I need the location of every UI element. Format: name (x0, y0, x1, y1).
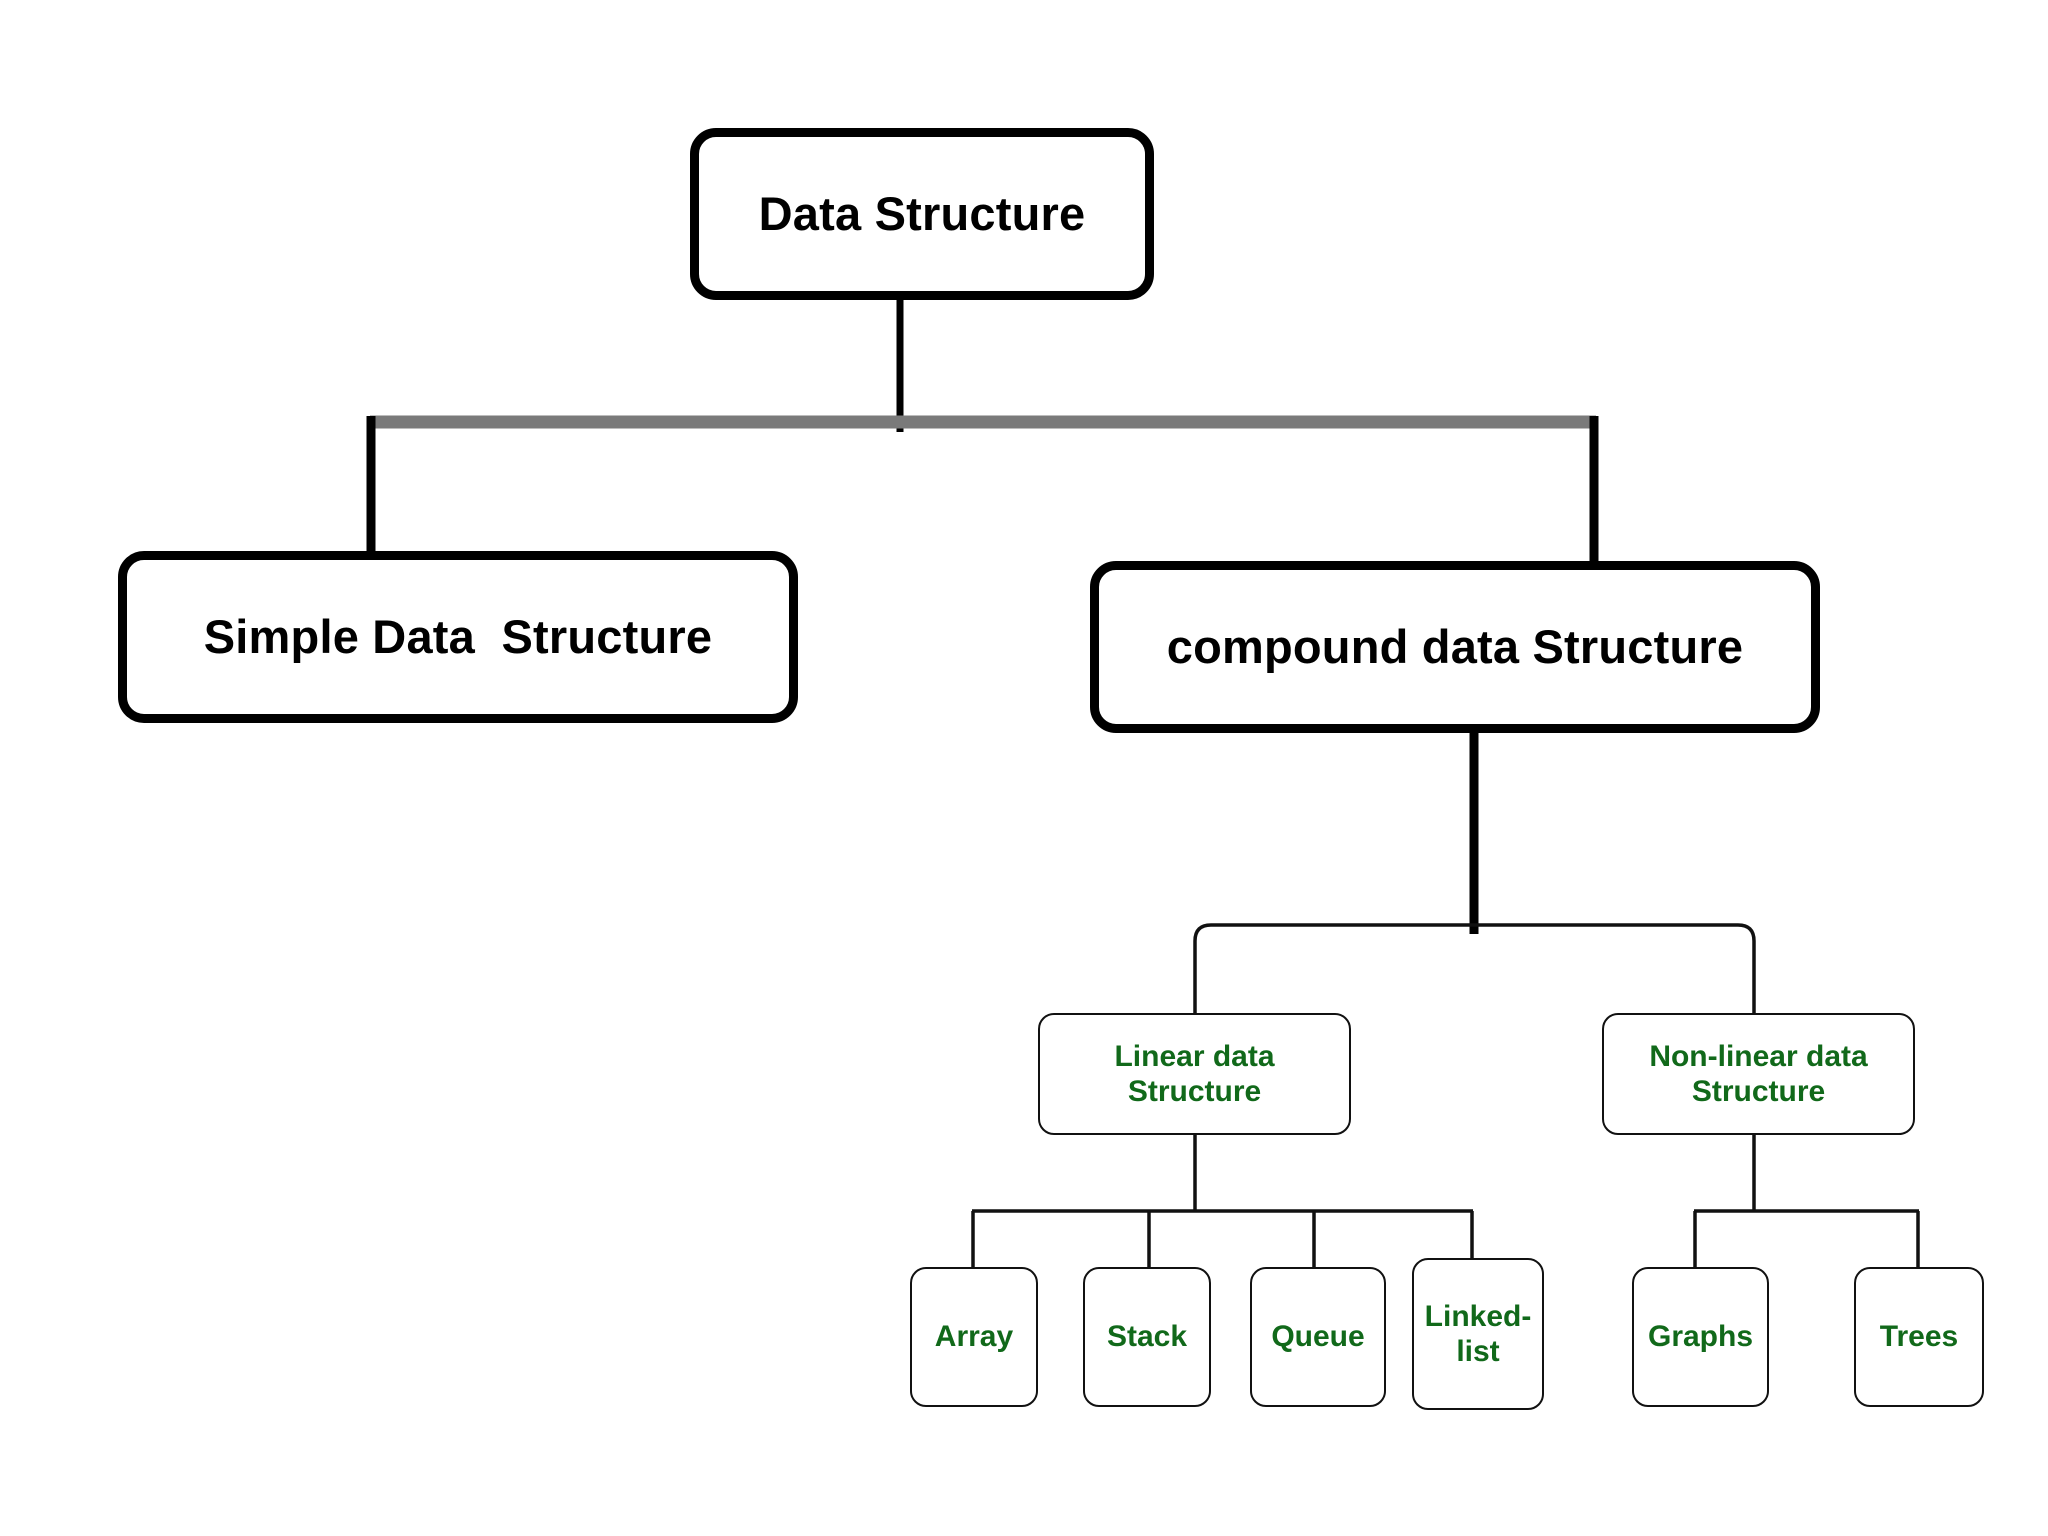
node-trees-label: Trees (1879, 1320, 1959, 1354)
edge-compound-bus (1193, 923, 1756, 1013)
node-linked-list-label: Linked-list (1424, 1299, 1532, 1368)
node-simple-data-structure-label: Simple Data Structure (203, 610, 713, 664)
node-compound-data-structure-label: compound data Structure (1166, 620, 1744, 674)
node-linear-data-structure-label: Linear data Structure (1114, 1039, 1275, 1108)
node-array-label: Array (934, 1320, 1014, 1354)
node-graphs-label: Graphs (1647, 1320, 1754, 1354)
node-trees[interactable]: Trees (1854, 1267, 1984, 1407)
node-queue-label: Queue (1271, 1320, 1365, 1354)
node-graphs[interactable]: Graphs (1632, 1267, 1769, 1407)
node-simple-data-structure[interactable]: Simple Data Structure (118, 551, 798, 723)
node-stack-label: Stack (1106, 1320, 1188, 1354)
node-array[interactable]: Array (910, 1267, 1038, 1407)
node-queue[interactable]: Queue (1250, 1267, 1386, 1407)
node-linear-data-structure[interactable]: Linear data Structure (1038, 1013, 1351, 1135)
node-non-linear-data-structure[interactable]: Non-linear data Structure (1602, 1013, 1915, 1135)
node-compound-data-structure[interactable]: compound data Structure (1090, 561, 1820, 733)
node-data-structure-label: Data Structure (758, 187, 1086, 241)
node-non-linear-data-structure-label: Non-linear data Structure (1649, 1039, 1868, 1108)
node-data-structure[interactable]: Data Structure (690, 128, 1154, 300)
node-linked-list[interactable]: Linked-list (1412, 1258, 1544, 1410)
node-stack[interactable]: Stack (1083, 1267, 1211, 1407)
